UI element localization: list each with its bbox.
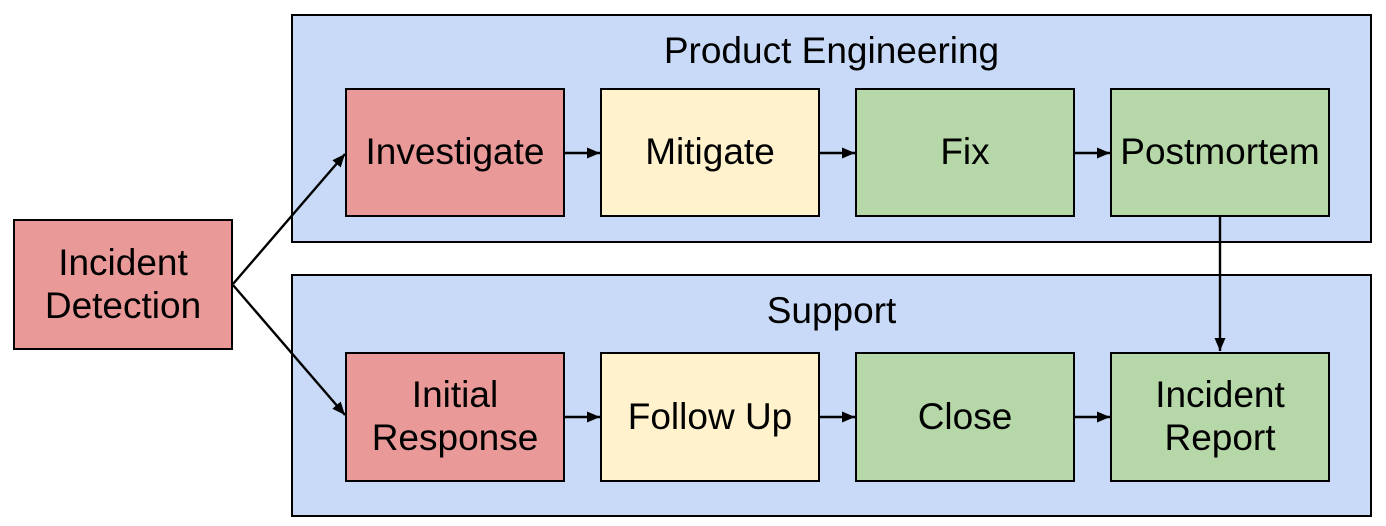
- node-close: Close: [855, 352, 1075, 482]
- node-investigate: Investigate: [345, 88, 565, 217]
- node-follow-up: Follow Up: [600, 352, 820, 482]
- node-postmortem: Postmortem: [1110, 88, 1330, 217]
- node-incident-report: Incident Report: [1110, 352, 1330, 482]
- node-incident-detection: Incident Detection: [13, 219, 233, 350]
- node-fix: Fix: [855, 88, 1075, 217]
- node-initial-response: Initial Response: [345, 352, 565, 482]
- node-mitigate: Mitigate: [600, 88, 820, 217]
- lane-title-product-engineering: Product Engineering: [663, 30, 1000, 71]
- lane-title-support: Support: [766, 290, 897, 331]
